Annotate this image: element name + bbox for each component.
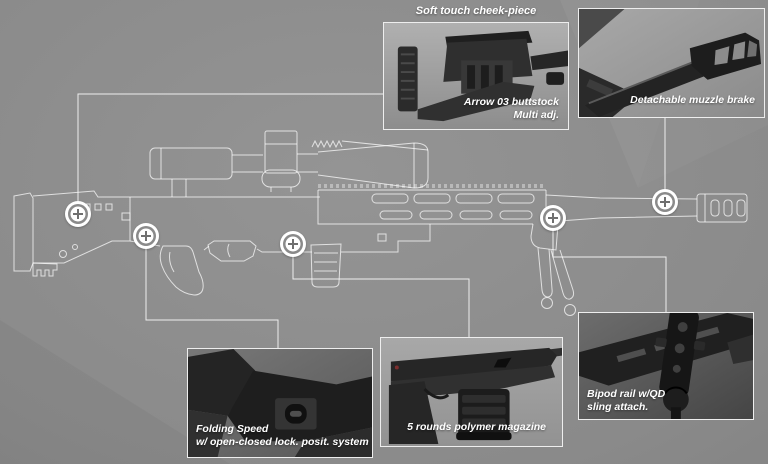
feature-marker-bipod-rail[interactable] [539, 204, 567, 232]
crosshair-target-icon [133, 223, 159, 249]
folding-caption-line2: w/ open-closed lock. posit. system [196, 436, 369, 449]
feature-marker-folding[interactable] [132, 222, 160, 250]
folding-caption-line1: Folding Speed [196, 422, 269, 435]
feature-marker-magazine[interactable] [279, 230, 307, 258]
bipod-caption-line1: Bipod rail w/QD [587, 387, 666, 400]
buttstock-caption-line2: Multi adj. [513, 109, 560, 122]
buttstock-caption: Arrow 03 buttstock Multi adj. [464, 96, 559, 123]
connector-magazine [292, 244, 470, 337]
feature-marker-muzzle-brake[interactable] [651, 188, 679, 216]
feature-marker-cheekpiece[interactable] [64, 200, 92, 228]
crosshair-target-icon [652, 189, 678, 215]
crosshair-target-icon [540, 205, 566, 231]
inset-magazine-photo: 5 rounds polymer magazine [380, 337, 563, 447]
inset-folding-photo: Folding Speed w/ open-closed lock. posit… [187, 348, 373, 458]
muzzle-caption-line1: Detachable muzzle brake [630, 94, 755, 107]
magazine-caption: 5 rounds polymer magazine [407, 421, 546, 435]
inset-bipod-photo: Bipod rail w/QD sling attach. [578, 312, 754, 420]
inset-buttstock-photo: Arrow 03 buttstock Multi adj. [383, 22, 569, 130]
connector-bipod-rail [552, 218, 667, 312]
connector-folding [145, 236, 279, 348]
bipod-caption-line2: sling attach. [587, 401, 649, 414]
folding-mechanism-photo [188, 349, 372, 457]
bipod-rail-photo [579, 313, 753, 419]
buttstock-caption-line1: Arrow 03 buttstock [463, 95, 559, 108]
cheekpiece-caption: Soft touch cheek-piece [415, 5, 537, 17]
folding-caption: Folding Speed w/ open-closed lock. posit… [196, 423, 369, 450]
connector-cheekpiece [77, 93, 383, 214]
bipod-caption: Bipod rail w/QD sling attach. [587, 388, 665, 415]
crosshair-target-icon [280, 231, 306, 257]
muzzle-brake-photo [579, 9, 764, 117]
magazine-photo [381, 338, 562, 446]
magazine-caption-line1: 5 rounds polymer magazine [407, 421, 546, 434]
muzzle-caption: Detachable muzzle brake [630, 94, 755, 108]
inset-muzzle-photo: Detachable muzzle brake [578, 8, 765, 118]
crosshair-target-icon [65, 201, 91, 227]
buttstock-photo [384, 23, 568, 129]
